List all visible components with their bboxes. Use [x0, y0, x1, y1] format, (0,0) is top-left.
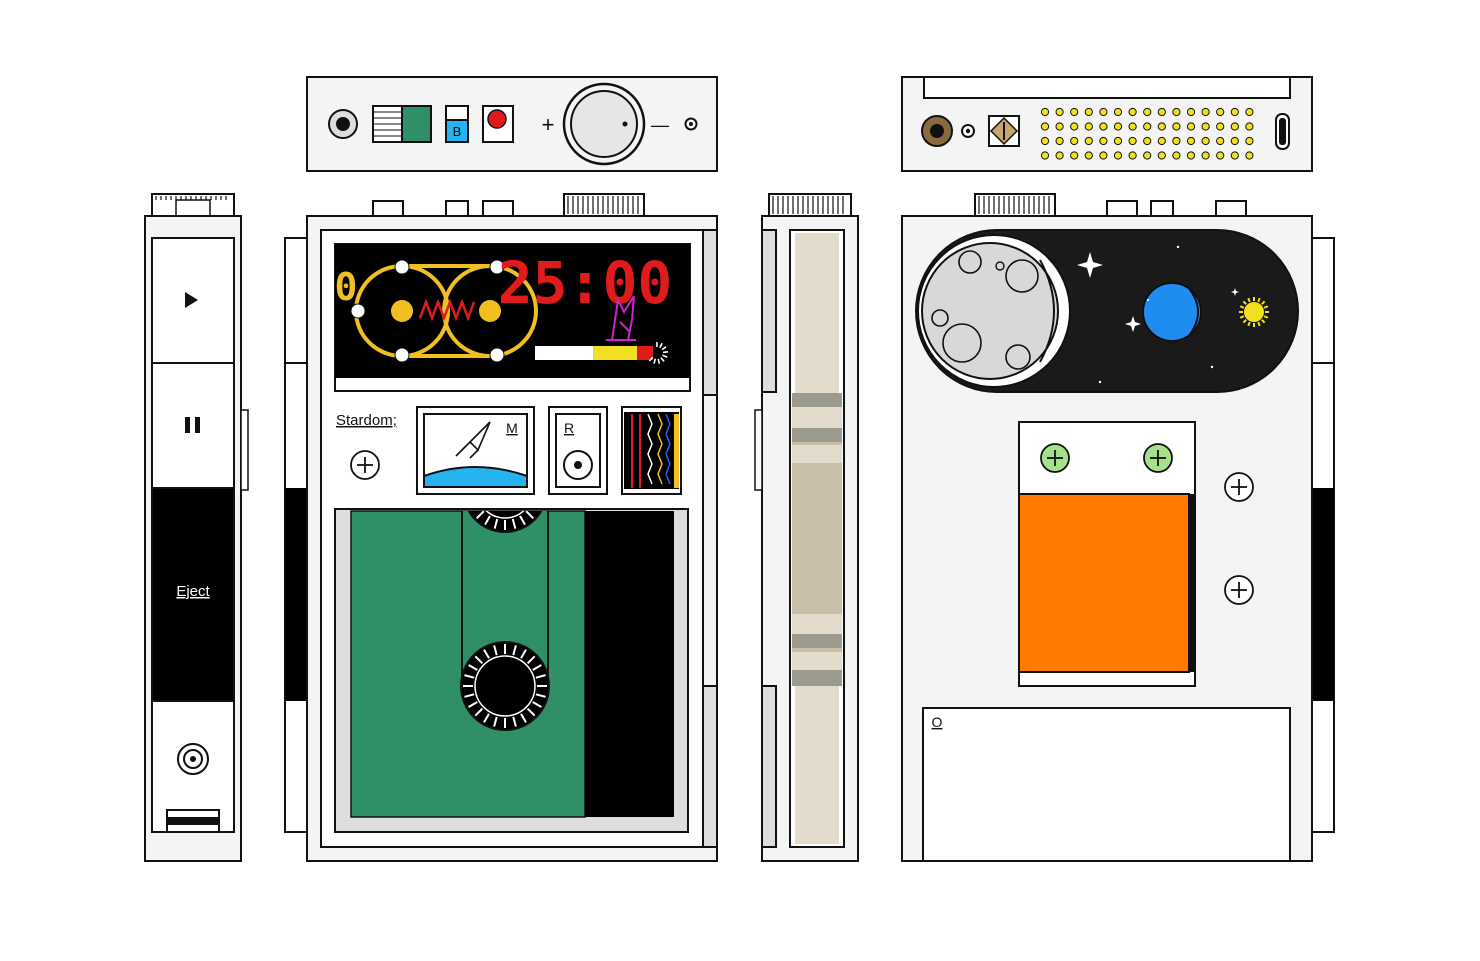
tape-window-icon — [372, 105, 432, 143]
volume-plus-label: + — [542, 112, 555, 137]
side-knurl — [151, 193, 235, 217]
add-button[interactable] — [350, 450, 380, 480]
music-card[interactable]: M — [416, 406, 535, 495]
back-add-button-bottom[interactable] — [1224, 575, 1254, 605]
volume-knurl — [563, 193, 645, 217]
tape-b-label: B — [453, 124, 462, 139]
side-knurl-right — [768, 193, 852, 217]
left-side-view: Eject — [144, 193, 249, 862]
volume-minus-label: — — [651, 115, 669, 135]
top-view-back — [901, 76, 1313, 172]
tape-reels-icon — [350, 259, 538, 363]
battery-compartment — [1018, 421, 1196, 687]
tape-b-button[interactable]: B — [445, 105, 469, 143]
eject-button[interactable]: Eject — [151, 487, 235, 702]
stars-icon — [1077, 245, 1239, 384]
back-add-button-top[interactable] — [1224, 472, 1254, 502]
battery-terminal-plus-right — [1143, 443, 1173, 473]
play-icon — [185, 292, 198, 308]
usb-port-icon — [1275, 113, 1290, 150]
volume-knob[interactable] — [562, 82, 646, 166]
cassette-reel-bottom — [460, 641, 550, 731]
fox-icon — [606, 295, 636, 341]
space-window — [915, 229, 1299, 393]
pause-icon — [185, 417, 190, 433]
record-button[interactable] — [482, 105, 514, 143]
back-slot-tag: O — [932, 714, 943, 730]
back-slot[interactable]: O — [922, 707, 1291, 862]
back-view: O — [901, 193, 1335, 862]
side-dial-icon[interactable] — [177, 743, 209, 775]
wave-card[interactable] — [621, 406, 682, 495]
eject-label: Eject — [176, 583, 210, 600]
record-card-tag: R — [564, 420, 574, 436]
power-switch-icon[interactable] — [988, 115, 1020, 147]
back-knurl — [974, 193, 1056, 217]
cassette-reel-top — [467, 511, 543, 533]
battery-terminal-plus-left — [1040, 443, 1070, 473]
front-view: 0 25:00 Stardom; — [284, 193, 718, 862]
rocket-icon — [455, 421, 491, 459]
lcd-display: 0 25:00 — [334, 243, 691, 392]
lcd-side-digit: 0 — [335, 265, 358, 309]
record-card[interactable]: R — [548, 406, 608, 495]
battery — [1018, 493, 1190, 673]
pause-button[interactable] — [151, 362, 235, 489]
top-view-front: B + — — [306, 76, 718, 172]
planet-icon — [1142, 282, 1202, 342]
panel-label: Stardom; — [336, 412, 397, 429]
headphone-jack-icon[interactable] — [328, 109, 358, 139]
music-card-tag: M — [506, 420, 518, 436]
play-button[interactable] — [151, 237, 235, 364]
speaker-grill — [1040, 107, 1254, 160]
cassette-window — [334, 508, 689, 833]
right-side-view — [754, 193, 859, 862]
progress-bar — [535, 342, 669, 364]
lcd-timer: 25:00 — [498, 249, 673, 317]
sun-icon — [1239, 297, 1269, 327]
